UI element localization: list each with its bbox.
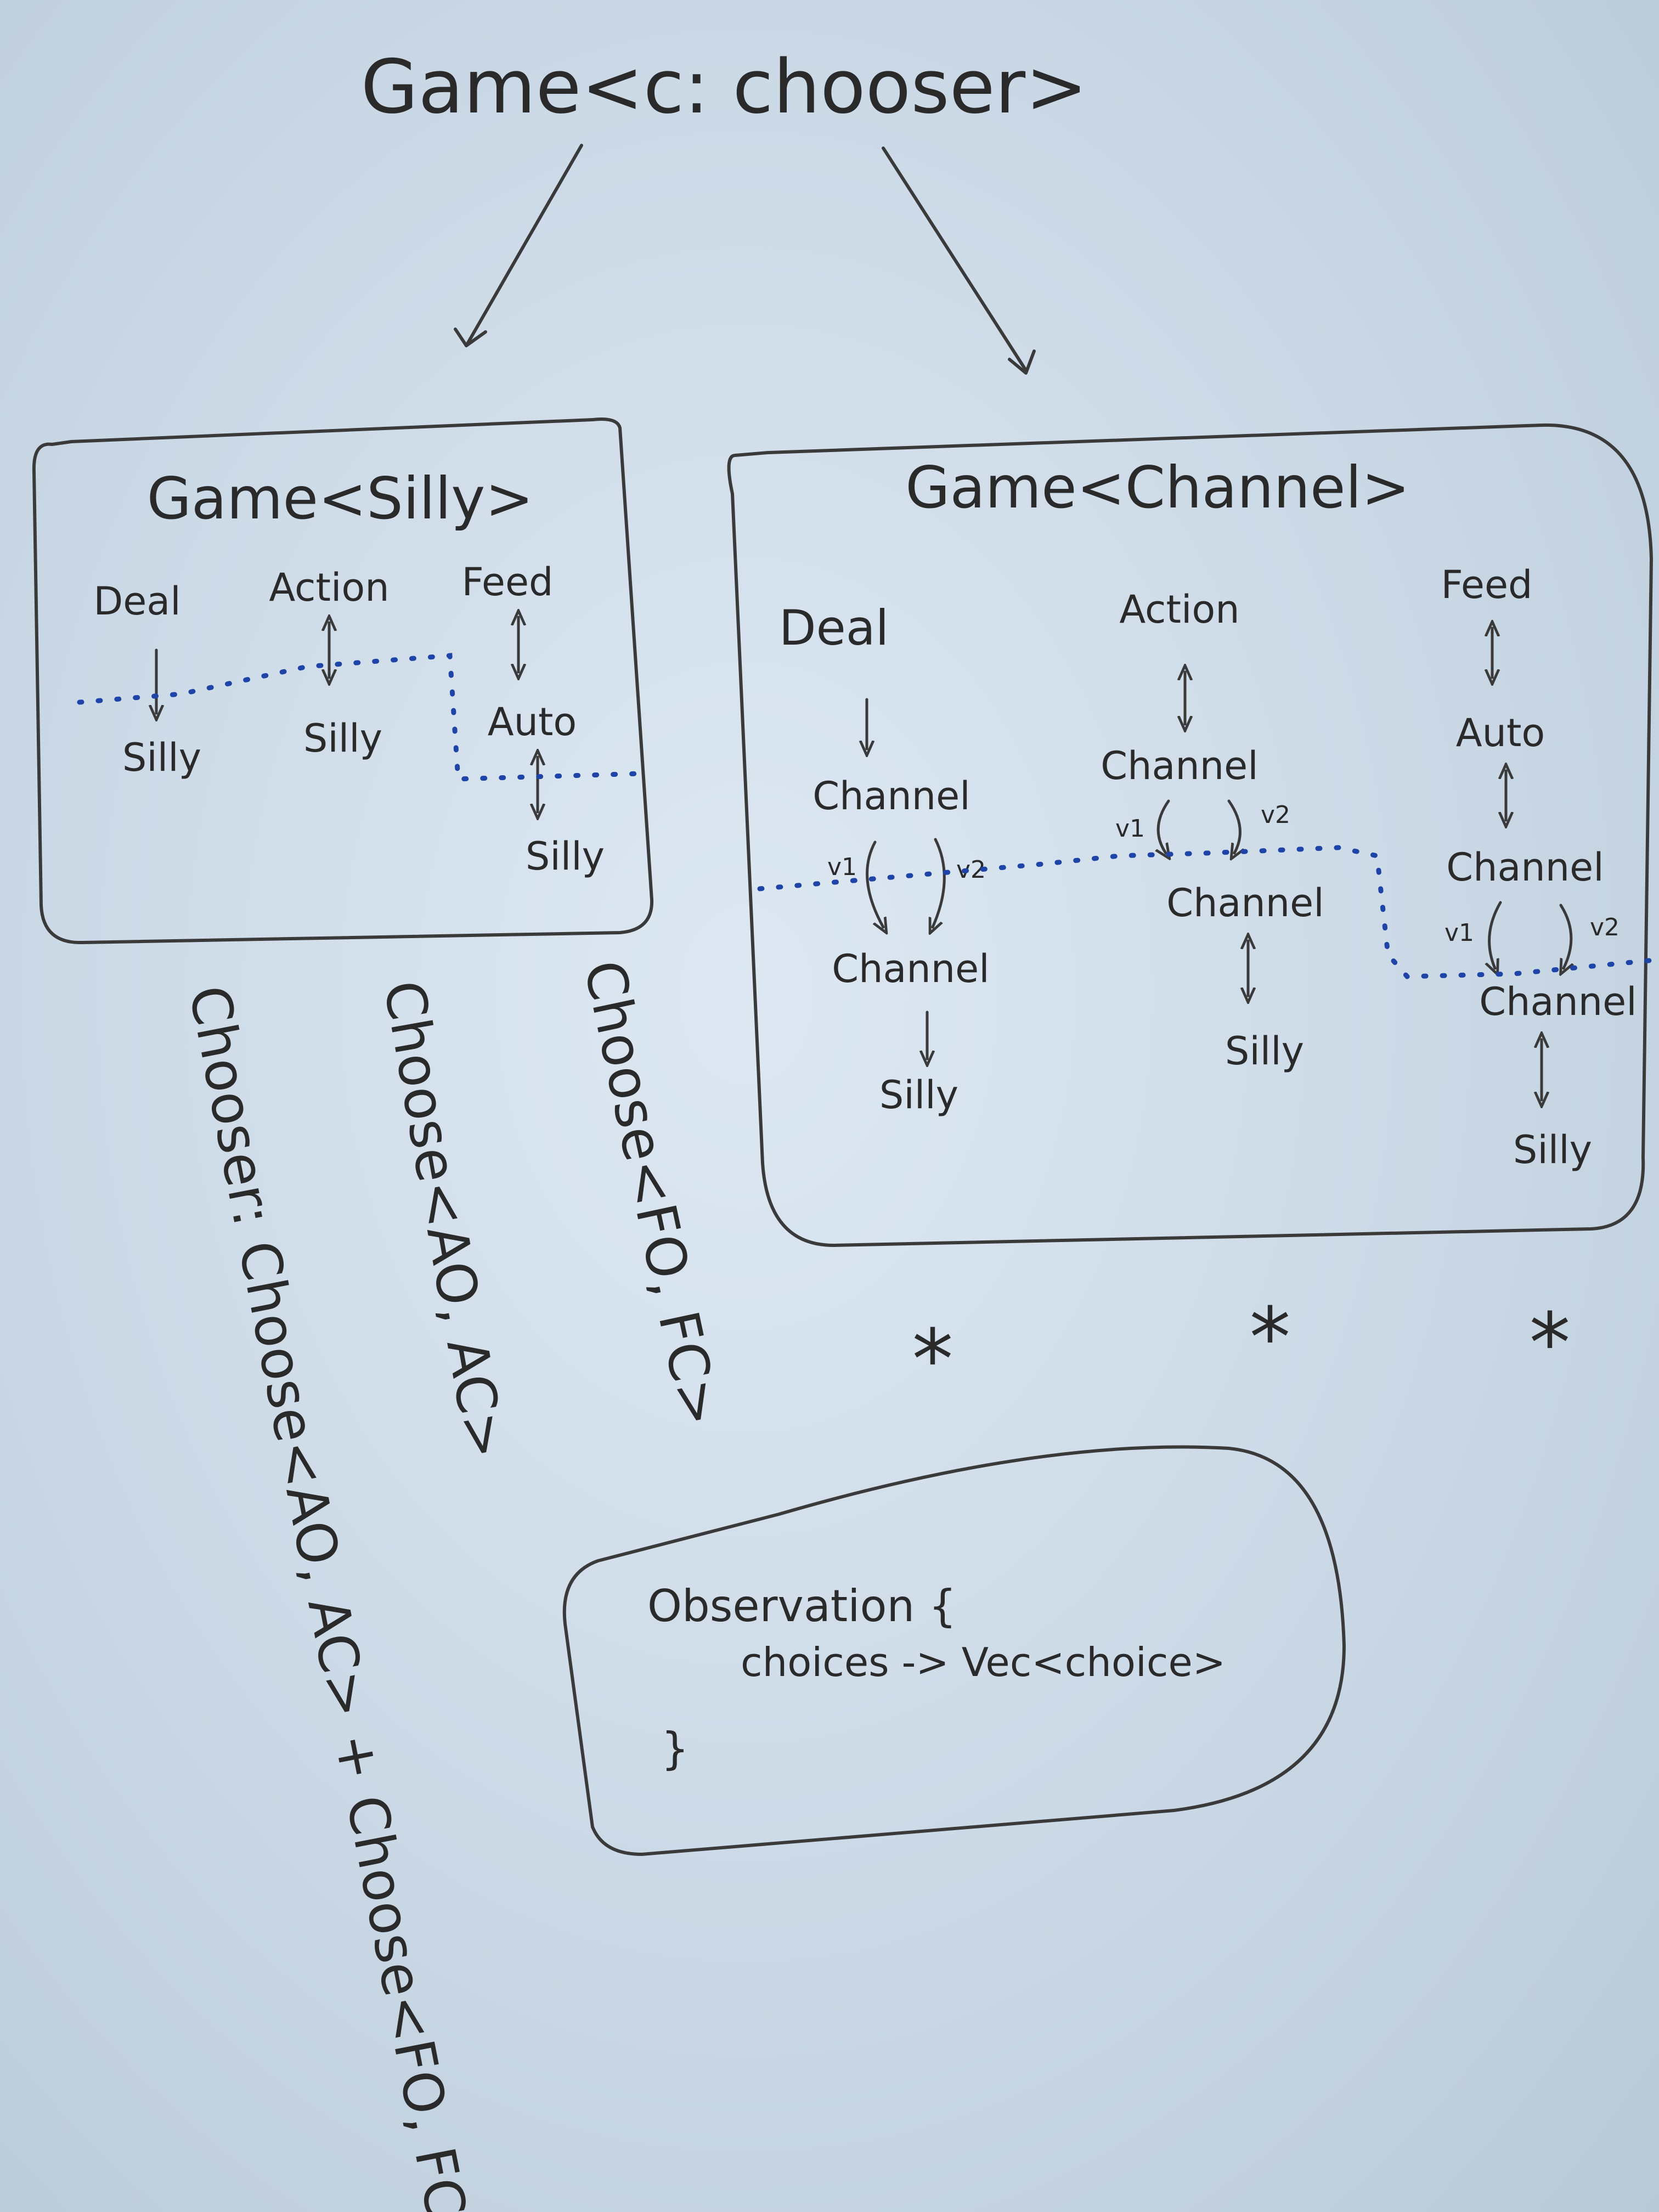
observation-header: Observation { [647,1581,956,1632]
channel-feed-label: Feed [1441,562,1532,607]
channel-action-silly: Silly [1225,1029,1304,1074]
channel-feed-silly: Silly [1513,1127,1592,1172]
star-deal: * [912,1312,953,1408]
diagram-title: Game<c: chooser> [361,44,1088,130]
silly-dotted-divider [77,653,645,782]
channel-feed-v2: v2 [1590,913,1620,941]
star-feed: * [1530,1296,1571,1391]
channel-deal-silly: Silly [879,1073,958,1118]
channel-deal-label: Deal [779,600,889,656]
silly-feed-silly: Silly [526,834,605,879]
channel-feed-v1-arrow [1489,901,1502,968]
star-action: * [1250,1290,1291,1386]
observation-close: } [661,1723,689,1774]
arrow-to-silly [465,144,583,347]
silly-feed-label: Feed [461,560,553,605]
observation-choices: choices -> Vec<choice> [741,1639,1226,1685]
channel-dotted-divider [757,845,1657,979]
silly-box-title: Game<Silly> [147,465,534,532]
channel-action-v1-arrow [1158,799,1169,853]
channel-deal-channel2: Channel [832,946,989,991]
silly-box: Game<Silly> Deal Silly Action Silly Feed… [32,417,654,945]
channel-deal-v2-arrow [933,838,946,927]
channel-box: Game<Channel> Deal Channel v1 v2 Channel… [727,423,1657,1247]
channel-action-v2-arrow [1227,799,1240,853]
observation-box: Observation { choices -> Vec<choice> } [562,1445,1346,1856]
silly-action-label: Action [269,565,389,610]
vertical-choose-action: Choose<AO, AC> [371,976,518,1464]
channel-feed-v1: v1 [1444,919,1474,947]
silly-deal-label: Deal [93,579,180,624]
vertical-choose-feed: Choose<FO, FC> [572,955,733,1432]
channel-deal-v1-arrow [866,840,883,927]
arrow-to-channel [882,146,1028,372]
channel-action-channel2: Channel [1166,881,1324,926]
channel-box-title: Game<Channel> [905,454,1410,521]
channel-feed-channel1: Channel [1446,845,1604,890]
channel-deal-v1: v1 [827,853,857,881]
channel-deal-channel1: Channel [812,774,970,819]
channel-action-label: Action [1119,587,1239,632]
channel-action-v2: v2 [1261,801,1290,829]
channel-feed-auto: Auto [1456,710,1545,755]
channel-feed-v2-arrow [1561,904,1571,968]
channel-action-channel1: Channel [1101,743,1258,788]
channel-feed-channel2: Channel [1479,979,1637,1024]
silly-deal-silly: Silly [122,735,201,780]
silly-feed-auto: Auto [488,699,577,744]
channel-action-v1: v1 [1115,815,1145,843]
silly-action-silly: Silly [303,716,382,761]
